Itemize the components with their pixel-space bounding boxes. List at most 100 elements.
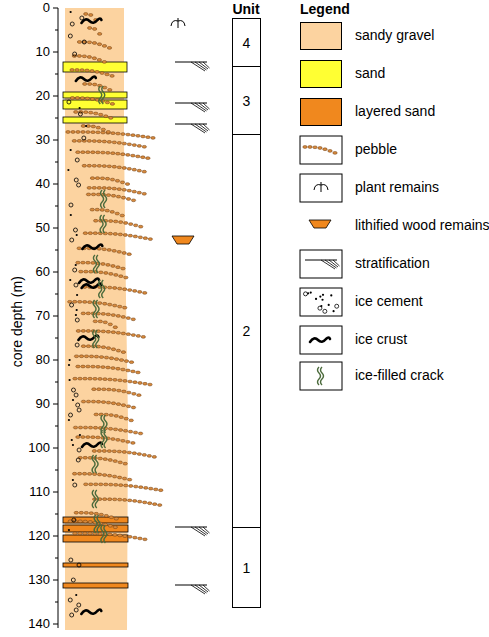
pebble-mark: [125, 183, 129, 186]
pebble-mark: [78, 300, 82, 303]
lithified-wood-symbol: [309, 220, 331, 228]
pebble-mark: [113, 326, 117, 329]
pebble-mark: [90, 70, 94, 73]
pebble-mark: [74, 111, 78, 114]
pebble-mark: [333, 152, 337, 155]
ice-crust: [82, 245, 102, 250]
pebble-mark: [121, 368, 125, 371]
pebble-mark: [88, 232, 92, 235]
ice-cement: [320, 305, 322, 307]
ice-cement: [74, 608, 78, 612]
pebble-mark: [158, 504, 162, 507]
depth-tick-label: 50: [8, 221, 50, 235]
pebble-mark: [114, 517, 118, 520]
pebble-mark: [87, 472, 91, 475]
pebble-mark: [91, 193, 95, 196]
pebble-mark: [126, 440, 130, 443]
column-heading: Unit: [232, 2, 259, 17]
pebble-mark: [86, 330, 90, 333]
pebble-mark: [91, 436, 95, 439]
ice-filled-crack: [96, 255, 99, 273]
ice-filled-crack: [96, 330, 99, 348]
legend-swatch: [300, 60, 342, 88]
pebble-mark: [92, 140, 96, 143]
pebble-mark: [83, 532, 87, 535]
pebble-mark: [122, 451, 126, 454]
pebble-mark: [90, 208, 94, 211]
pebble-mark: [78, 520, 82, 523]
depth-tick-label: 30: [8, 133, 50, 147]
pebble-mark: [108, 459, 112, 462]
pebble-mark: [84, 270, 88, 273]
pebble-mark: [83, 520, 87, 523]
pebble-mark: [111, 402, 115, 405]
pebble-mark: [121, 332, 125, 335]
ice-cement: [79, 434, 81, 436]
ice-filled-crack: [103, 215, 106, 233]
pebble-mark: [143, 237, 147, 240]
pebble-mark: [106, 131, 110, 134]
pebble-mark: [118, 305, 122, 308]
pebble-mark: [138, 432, 142, 435]
legend-text: plant remains: [355, 180, 439, 195]
pebble-mark: [81, 365, 85, 368]
pebble-mark: [88, 301, 92, 304]
pebble-mark: [92, 186, 96, 189]
pebble-mark: [101, 151, 105, 154]
pebble-mark: [111, 438, 115, 441]
pebble-mark: [78, 377, 82, 380]
pebble-mark: [108, 533, 112, 536]
ice-crust: [79, 279, 99, 284]
pebble-mark: [123, 535, 127, 538]
pebble-mark: [83, 456, 87, 459]
ice-cement: [315, 298, 317, 300]
depth-tick-label: 110: [8, 485, 50, 499]
ice-cement: [71, 388, 75, 392]
pebble-mark: [133, 235, 137, 238]
legend-swatch: [300, 98, 342, 126]
pebble-mark: [113, 526, 117, 529]
depth-tick-label: 100: [8, 441, 50, 455]
pebble-mark: [136, 155, 140, 158]
sand-band: [63, 62, 127, 72]
pebble-mark: [84, 111, 88, 114]
pebble-mark: [111, 314, 115, 317]
pebble-mark: [122, 252, 126, 255]
pebble-mark: [96, 131, 100, 134]
pebble-mark: [83, 83, 87, 86]
pebble-mark: [78, 532, 82, 535]
ice-cement: [70, 11, 72, 13]
pebble-mark: [86, 345, 90, 348]
depth-tick-label: 0: [8, 1, 50, 15]
pebble-mark: [97, 450, 101, 453]
pebble-mark: [98, 457, 102, 460]
legend-box: [300, 250, 342, 278]
pebble-mark: [112, 389, 116, 392]
pebble-mark: [117, 476, 121, 479]
pebble-mark: [84, 483, 88, 486]
axis-tick: [55, 74, 58, 75]
pebble-mark: [106, 131, 110, 134]
legend-swatch: [300, 22, 342, 50]
pebble-mark: [89, 111, 93, 114]
pebble-mark: [86, 151, 90, 154]
pebble-mark: [123, 379, 127, 382]
pebble-mark: [117, 450, 121, 453]
pebble-mark: [108, 323, 112, 326]
ice-filled-crack: [95, 490, 98, 508]
pebble-mark: [97, 140, 101, 143]
axis-tick: [53, 316, 58, 317]
pebble-mark: [83, 377, 87, 380]
pebble-mark: [132, 168, 136, 171]
ice-cement: [72, 479, 74, 481]
pebble-mark: [108, 378, 112, 381]
ice-cement: [68, 598, 72, 602]
pebble-mark: [74, 355, 78, 358]
pebble-mark: [127, 167, 131, 170]
pebble-mark: [72, 472, 76, 475]
ice-cement: [71, 578, 75, 582]
pebble-mark: [141, 335, 145, 338]
ice-cement: [330, 294, 332, 296]
pebble-mark: [119, 359, 123, 362]
pebble-mark: [323, 148, 327, 151]
